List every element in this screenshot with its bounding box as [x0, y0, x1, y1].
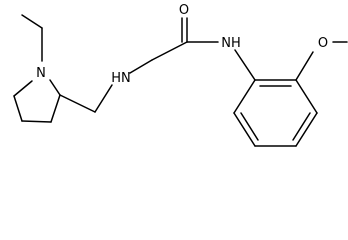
bond-nh-ch2 — [129, 59, 153, 74]
bond-c2-ch2 — [59, 94, 96, 113]
bond-ring-c3-c2 — [50, 94, 61, 123]
atom-labels: N HN O NH O — [36, 3, 328, 86]
bond-ch2-nh — [94, 84, 113, 113]
atom-label-pyrrolidine-n: N — [36, 66, 46, 81]
bond-ring-c5-c4 — [13, 95, 23, 122]
bond-ring-c2-n — [49, 79, 61, 96]
bond-aryl-o — [295, 51, 314, 81]
bond-ring-c4-c3 — [21, 120, 52, 123]
bonds — [13, 14, 348, 147]
atom-label-amide-nh: NH — [221, 36, 241, 51]
atom-label-carbonyl-o: O — [179, 3, 189, 18]
bond-arene-6 — [233, 79, 256, 114]
atom-label-amine-nh: HN — [111, 71, 131, 86]
molecule-drawing: N HN O NH O — [13, 3, 348, 147]
bond-nh-aryl — [234, 49, 256, 81]
bond-ethyl-ch3 — [21, 14, 43, 29]
bond-arene-inner-3 — [240, 112, 259, 141]
bond-arene-3 — [295, 112, 318, 147]
bond-arene-5 — [233, 112, 256, 147]
atom-label-methoxy-o: O — [318, 36, 328, 51]
bond-arene-inner-2 — [292, 112, 311, 141]
bond-ch2-carbonyl — [151, 41, 188, 61]
bond-arene-2 — [295, 79, 318, 114]
bond-ring-n-c5 — [13, 80, 33, 97]
structure-diagram: N HN O NH O — [13, 3, 348, 147]
